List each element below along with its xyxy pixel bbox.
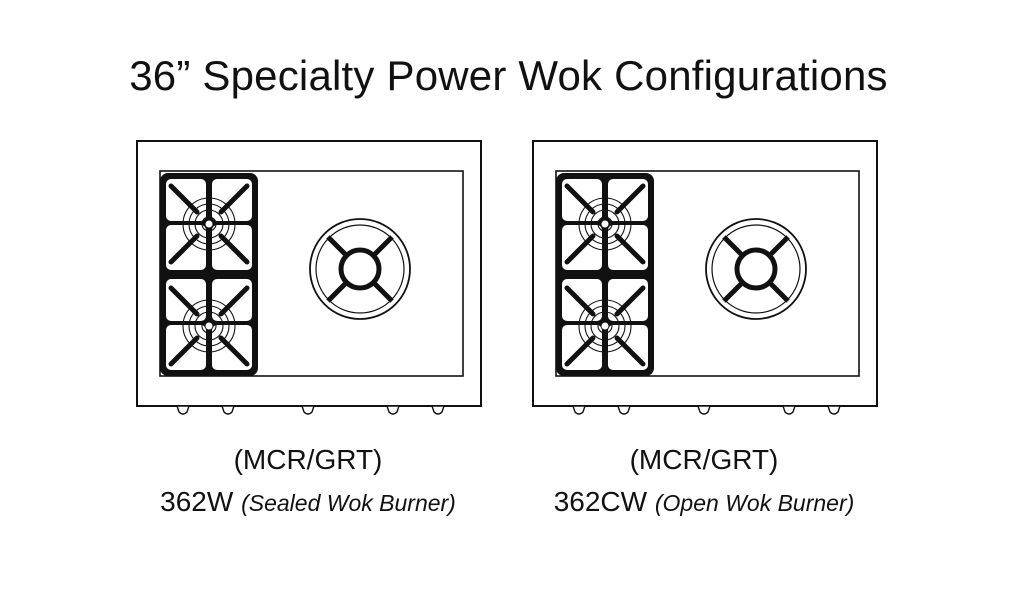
model-description: (Sealed Wok Burner) <box>241 490 456 516</box>
config-362cw: (MCR/GRT) 362CW (Open Wok Burner) <box>524 128 884 528</box>
knob-icon <box>176 405 445 415</box>
model-label: 362W (Sealed Wok Burner) <box>128 486 488 518</box>
wok-burner-icon <box>309 218 411 320</box>
model-number: 362CW <box>553 486 648 517</box>
model-number: 362W <box>160 486 234 517</box>
page-title: 36” Specialty Power Wok Configurations <box>129 52 888 99</box>
range-top-diagram <box>532 140 878 415</box>
grate-icon <box>556 173 654 376</box>
options-label: (MCR/GRT) <box>629 444 779 475</box>
options-label: (MCR/GRT) <box>233 444 383 475</box>
range-top-diagram <box>136 140 482 415</box>
knob-icon <box>572 405 841 415</box>
model-label: 362CW (Open Wok Burner) <box>524 486 884 518</box>
config-362w: (MCR/GRT) 362W (Sealed Wok Burner) <box>128 128 488 528</box>
grate-icon <box>160 173 258 376</box>
wok-burner-icon <box>705 218 807 320</box>
model-description: (Open Wok Burner) <box>654 490 855 516</box>
